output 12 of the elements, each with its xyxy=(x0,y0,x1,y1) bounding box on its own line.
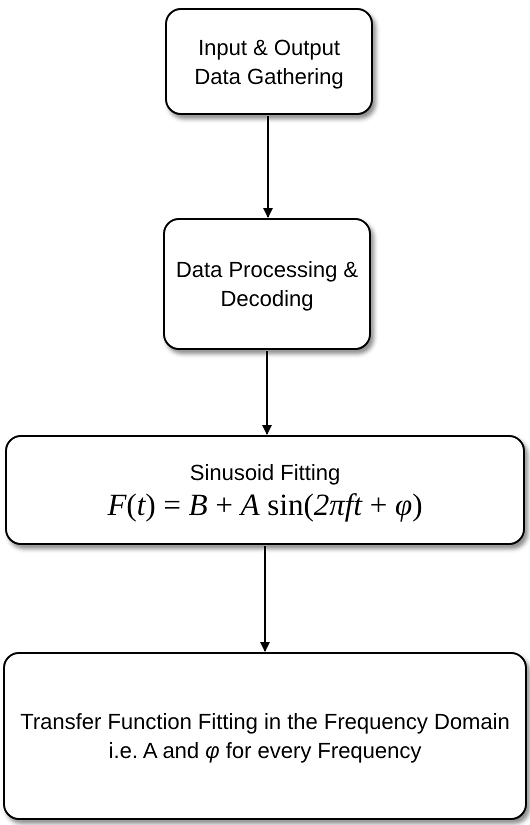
process-box xyxy=(3,652,527,820)
box-label: Sinusoid Fitting xyxy=(190,458,340,486)
arrow xyxy=(262,351,272,435)
box-label: Input & Output Data Gathering xyxy=(193,34,345,90)
process-box xyxy=(163,218,371,350)
box-label: Data Processing & Decoding xyxy=(174,256,360,313)
process-box xyxy=(165,8,373,115)
formula: F(t) = B + A sin(2πft + φ) xyxy=(107,486,423,522)
arrow xyxy=(263,116,273,218)
box-label: Transfer Function Fitting in the Frequency Domain i.e. A and φ for every Frequency xyxy=(19,708,511,765)
arrow xyxy=(260,546,270,652)
process-box xyxy=(5,435,525,545)
